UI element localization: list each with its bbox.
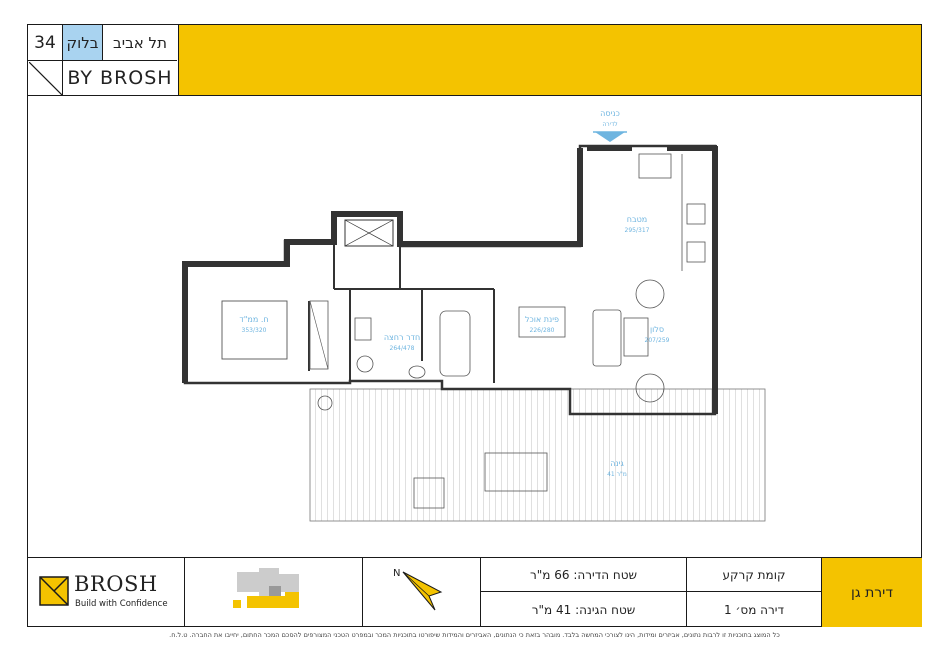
brand-tagline: Build with Confidence bbox=[75, 599, 168, 609]
room-kitchen-dims: 295/317 bbox=[625, 227, 650, 234]
north-arrow-icon bbox=[402, 571, 443, 611]
room-bath-dims: 264/478 bbox=[390, 345, 415, 352]
apartment-type: דירת גן bbox=[822, 558, 922, 627]
corner-logo-icon bbox=[28, 61, 63, 95]
room-bath-name: חדר רחצה bbox=[384, 333, 420, 342]
room-dining-name: פינת אוכל bbox=[525, 315, 559, 324]
area-cell: שטח הדירה: 66 מ"ר שטח הגינה: 41 מ"ר bbox=[481, 558, 687, 627]
bed bbox=[221, 300, 288, 360]
brand-cell: BROSH Build with Confidence bbox=[27, 558, 185, 627]
disclaimer: כל המוצג בתוכניות זו לרבות נתונים, אביזר… bbox=[169, 631, 780, 639]
floor-label: קומת קרקע bbox=[687, 558, 821, 592]
entrance-arrow-icon bbox=[595, 132, 625, 142]
floor-plan-drawing: כניסה לדירה מטבח 295/317 פינת אוכל 226/2… bbox=[182, 109, 766, 522]
garden-table bbox=[484, 452, 548, 492]
keyplan-map bbox=[233, 568, 299, 608]
apartment-area: שטח הדירה: 66 מ"ר bbox=[481, 558, 686, 592]
project-name: BY BROSH bbox=[67, 67, 173, 89]
garden-deck bbox=[309, 388, 766, 522]
room-safe-dims: 353/320 bbox=[242, 327, 267, 334]
city-label: תל אביב bbox=[103, 25, 177, 61]
entrance-sub: לדירה bbox=[602, 121, 617, 128]
apartment-number: דירה מס׳ 1 bbox=[723, 602, 785, 617]
brand-name: BROSH bbox=[74, 572, 158, 596]
footer: BROSH Build with Confidence N שטח הדירה:… bbox=[27, 557, 922, 628]
compass-cell: N bbox=[363, 558, 481, 627]
keyplan-cell bbox=[185, 558, 363, 627]
page-number: 34 bbox=[28, 25, 63, 61]
room-kitchen-name: מטבח bbox=[627, 215, 647, 224]
entrance-label: כניסה bbox=[600, 109, 620, 118]
block-label: בלוק bbox=[63, 25, 103, 61]
room-safe-name: ח. ממ"ד bbox=[239, 315, 268, 324]
north-letter: N bbox=[393, 568, 401, 579]
room-garden-name: גינה bbox=[610, 459, 624, 468]
room-living-dims: 207/259 bbox=[645, 337, 670, 344]
garden-area: שטח הגינה: 41 מ"ר bbox=[531, 602, 636, 617]
dining-table bbox=[518, 306, 566, 338]
room-living-name: סלון bbox=[650, 325, 664, 334]
room-dining-dims: 226/280 bbox=[530, 327, 555, 334]
brosh-logo-icon bbox=[39, 576, 69, 606]
page-frame bbox=[27, 24, 922, 627]
project-id-box: 34 בלוק תל אביב BY BROSH bbox=[27, 24, 179, 96]
floor-cell: קומת קרקע דירה מס׳ 1 bbox=[687, 558, 822, 627]
room-garden-dims: 41 מ"ר bbox=[607, 471, 627, 478]
floor-plan: כניסה לדירה מטבח 295/317 פינת אוכל 226/2… bbox=[27, 96, 922, 558]
